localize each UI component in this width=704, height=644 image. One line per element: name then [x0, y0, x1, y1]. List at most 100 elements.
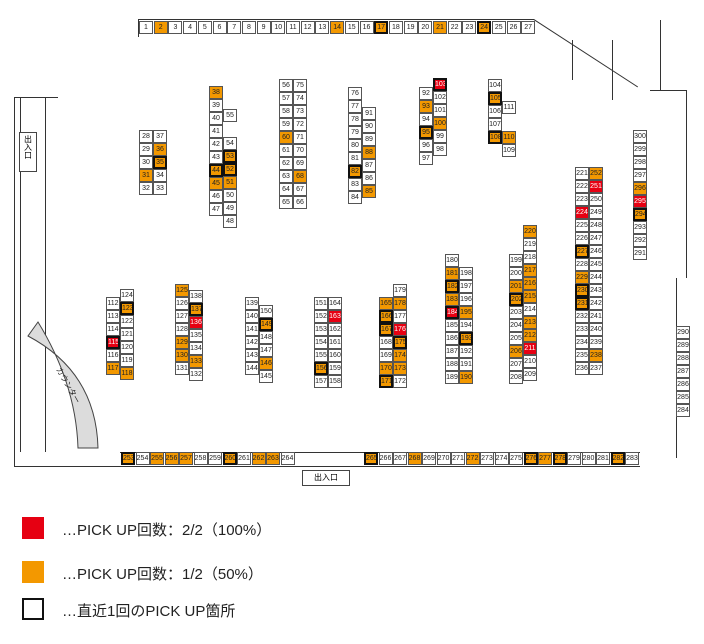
location-cell-27: 27	[521, 21, 536, 34]
location-cell-229: 229	[575, 271, 589, 284]
location-cell-84: 84	[348, 191, 362, 204]
location-cell-184: 184	[445, 306, 459, 319]
location-cell-147: 147	[259, 344, 273, 357]
location-cell-259: 259	[208, 452, 222, 465]
location-cell-55: 55	[223, 109, 237, 122]
location-cell-90: 90	[362, 120, 376, 133]
location-cell-178: 178	[393, 297, 407, 310]
location-cell-106: 106	[488, 105, 502, 118]
location-cell-14: 14	[330, 21, 345, 34]
location-cell-216: 216	[523, 277, 537, 290]
location-cell-231: 231	[575, 297, 589, 310]
location-cell-59: 59	[279, 118, 293, 131]
location-cell-99: 99	[433, 130, 447, 143]
location-cell-220: 220	[523, 225, 537, 238]
location-cell-30: 30	[139, 156, 153, 169]
location-cell-97: 97	[419, 152, 433, 165]
location-cell-44: 44	[209, 164, 223, 177]
location-cell-63: 63	[279, 170, 293, 183]
location-cell-163: 163	[328, 310, 342, 323]
location-cell-9: 9	[256, 21, 271, 34]
location-cell-54: 54	[223, 137, 237, 150]
location-cell-242: 242	[589, 297, 603, 310]
location-cell-280: 280	[581, 452, 596, 465]
location-cell-282: 282	[610, 452, 625, 465]
location-cell-243: 243	[589, 284, 603, 297]
location-cell-170: 170	[379, 362, 393, 375]
legend-text-orange: …PICK UP回数：1/2（50%）	[62, 566, 263, 583]
location-cell-51: 51	[223, 176, 237, 189]
location-cell-125: 125	[175, 284, 189, 297]
location-cell-183: 183	[445, 293, 459, 306]
location-cell-177: 177	[393, 310, 407, 323]
location-cell-20: 20	[418, 21, 433, 34]
location-cell-74: 74	[293, 92, 307, 105]
location-cell-85: 85	[362, 185, 376, 198]
wall-right-inner-3	[650, 90, 686, 91]
location-cell-6: 6	[212, 21, 227, 34]
legend-swatch-bold	[22, 598, 44, 620]
location-cell-270: 270	[436, 452, 451, 465]
location-cell-2: 2	[153, 21, 168, 34]
location-cell-160: 160	[328, 349, 342, 362]
location-cell-300: 300	[633, 130, 647, 143]
location-cell-294: 294	[633, 208, 647, 221]
location-cell-13: 13	[315, 21, 330, 34]
location-cell-17: 17	[374, 21, 389, 34]
location-cell-176: 176	[393, 323, 407, 336]
location-cell-22: 22	[447, 21, 462, 34]
entrance-bottom-label: 出入口	[314, 473, 338, 482]
location-cell-140: 140	[245, 310, 259, 323]
location-cell-252: 252	[589, 167, 603, 180]
location-cell-175: 175	[393, 336, 407, 349]
location-cell-3: 3	[168, 21, 183, 34]
location-cell-205: 205	[509, 332, 523, 345]
location-cell-197: 197	[459, 280, 473, 293]
location-cell-247: 247	[589, 232, 603, 245]
location-cell-204: 204	[509, 319, 523, 332]
location-cell-283: 283	[625, 452, 639, 465]
location-cell-202: 202	[509, 293, 523, 306]
location-cell-145: 145	[259, 370, 273, 383]
location-cell-199: 199	[509, 254, 523, 267]
location-cell-207: 207	[509, 358, 523, 371]
location-cell-269: 269	[422, 452, 436, 465]
location-cell-164: 164	[328, 297, 342, 310]
location-cell-110: 110	[502, 131, 516, 144]
location-cell-10: 10	[271, 21, 286, 34]
wall-bottom-left	[14, 466, 122, 467]
entrance-left: 出入口	[19, 132, 37, 172]
location-cell-96: 96	[419, 139, 433, 152]
location-cell-263: 263	[266, 452, 280, 465]
location-cell-150: 150	[259, 305, 273, 318]
location-cell-117: 117	[106, 362, 120, 375]
location-cell-182: 182	[445, 280, 459, 293]
location-cell-129: 129	[175, 336, 189, 349]
location-cell-174: 174	[393, 349, 407, 362]
location-cell-114: 114	[106, 323, 120, 336]
location-cell-288: 288	[676, 352, 690, 365]
location-cell-173: 173	[393, 362, 407, 375]
location-cell-53: 53	[223, 150, 237, 163]
location-cell-86: 86	[362, 172, 376, 185]
location-cell-298: 298	[633, 156, 647, 169]
location-cell-223: 223	[575, 193, 589, 206]
location-cell-192: 192	[459, 345, 473, 358]
location-cell-238: 238	[589, 349, 603, 362]
location-cell-113: 113	[106, 310, 120, 323]
location-cell-118: 118	[120, 367, 134, 380]
location-cell-101: 101	[433, 104, 447, 117]
location-cell-136: 136	[189, 316, 203, 329]
location-cell-206: 206	[509, 345, 523, 358]
location-cell-128: 128	[175, 323, 189, 336]
location-cell-208: 208	[509, 371, 523, 384]
location-cell-88: 88	[362, 146, 376, 159]
location-cell-210: 210	[523, 355, 537, 368]
location-cell-254: 254	[135, 452, 150, 465]
location-cell-154: 154	[314, 336, 328, 349]
location-cell-143: 143	[245, 349, 259, 362]
location-cell-285: 285	[676, 391, 690, 404]
location-cell-268: 268	[407, 452, 422, 465]
location-cell-91: 91	[362, 107, 376, 120]
